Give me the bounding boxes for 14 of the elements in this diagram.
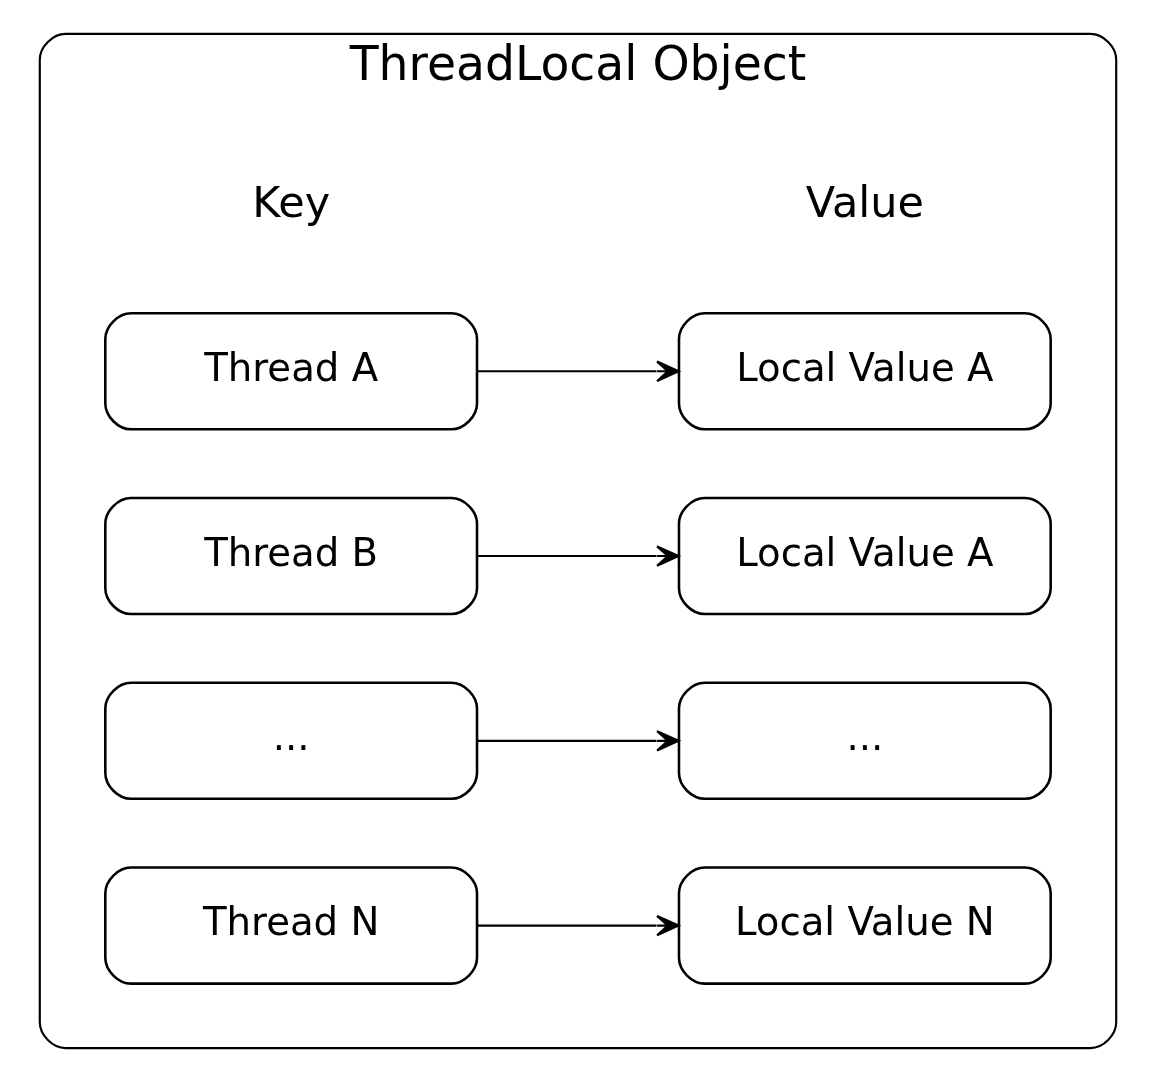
label: Key xyxy=(252,176,331,227)
arrow xyxy=(477,360,680,382)
node-box: Thread B xyxy=(104,496,479,616)
node-box: Local Value A xyxy=(677,311,1052,431)
arrow xyxy=(477,730,680,752)
node-box: Thread N xyxy=(104,866,479,985)
node-box: Local Value N xyxy=(677,866,1052,985)
node-box: Thread A xyxy=(104,311,479,431)
arrow xyxy=(477,545,680,567)
node-box: ... xyxy=(677,681,1052,801)
label: Value xyxy=(805,176,924,227)
arrow xyxy=(477,914,680,937)
node-box: Local Value A xyxy=(677,496,1052,616)
node-box: ... xyxy=(104,681,479,801)
